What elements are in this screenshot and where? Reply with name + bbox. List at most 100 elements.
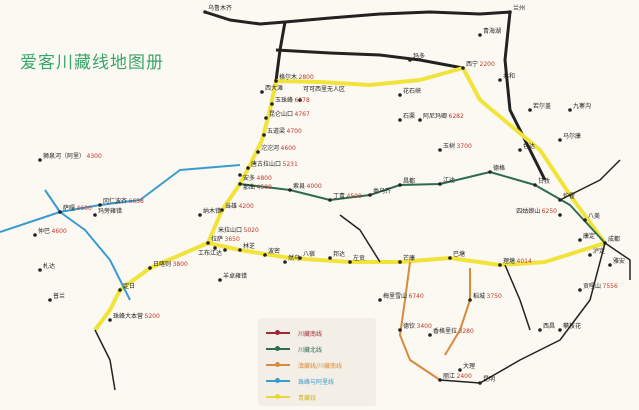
place-marker[interactable]: 乌鲁木齐 <box>208 4 232 12</box>
place-marker[interactable]: 共和 <box>503 72 515 80</box>
town-dot-icon[interactable] <box>448 256 452 260</box>
place-marker[interactable]: 兰州 <box>513 4 525 12</box>
town-dot-icon[interactable] <box>508 10 512 14</box>
town-dot-icon[interactable] <box>498 263 502 267</box>
town-dot-icon[interactable] <box>398 183 402 187</box>
town-dot-icon[interactable] <box>48 298 52 302</box>
place-marker[interactable]: 雅安 <box>613 257 625 265</box>
town-dot-icon[interactable] <box>418 118 422 122</box>
place-marker[interactable]: 炉霍 <box>563 192 575 200</box>
town-dot-icon[interactable] <box>238 248 242 252</box>
place-marker[interactable]: 江达 <box>443 176 455 184</box>
place-marker[interactable]: 林芝 <box>243 242 255 250</box>
town-dot-icon[interactable] <box>578 288 582 292</box>
town-dot-icon[interactable] <box>58 210 62 214</box>
town-dot-icon[interactable] <box>98 203 102 207</box>
town-dot-icon[interactable] <box>368 193 372 197</box>
town-dot-icon[interactable] <box>93 213 97 217</box>
town-dot-icon[interactable] <box>608 263 612 267</box>
town-dot-icon[interactable] <box>33 233 37 237</box>
place-marker[interactable]: 普兰 <box>53 292 65 300</box>
place-marker[interactable]: 玛多 <box>413 52 425 60</box>
town-dot-icon[interactable] <box>238 182 242 186</box>
town-dot-icon[interactable] <box>558 138 562 142</box>
place-marker[interactable]: 德格 <box>493 164 505 172</box>
town-dot-icon[interactable] <box>588 253 592 257</box>
town-dot-icon[interactable] <box>558 213 562 217</box>
place-marker[interactable]: 工布江达 <box>198 249 222 257</box>
place-marker[interactable]: 定日 <box>123 282 135 290</box>
town-dot-icon[interactable] <box>260 90 264 94</box>
town-dot-icon[interactable] <box>328 256 332 260</box>
place-marker[interactable]: 昌都 <box>403 177 415 185</box>
town-dot-icon[interactable] <box>438 182 442 186</box>
town-dot-icon[interactable] <box>408 58 412 62</box>
town-dot-icon[interactable] <box>398 260 402 264</box>
place-marker[interactable]: 波密 <box>268 247 280 255</box>
town-dot-icon[interactable] <box>118 288 122 292</box>
town-dot-icon[interactable] <box>328 198 332 202</box>
town-dot-icon[interactable] <box>398 93 402 97</box>
place-marker[interactable]: 然乌 <box>288 254 300 262</box>
town-dot-icon[interactable] <box>378 298 382 302</box>
place-marker[interactable]: 札达 <box>43 262 55 270</box>
town-dot-icon[interactable] <box>528 108 532 112</box>
town-dot-icon[interactable] <box>218 278 222 282</box>
place-marker[interactable]: 玛旁雍错 <box>98 207 122 215</box>
town-dot-icon[interactable] <box>583 218 587 222</box>
place-marker[interactable]: 八宿 <box>303 250 315 258</box>
town-dot-icon[interactable] <box>488 170 492 174</box>
town-dot-icon[interactable] <box>203 10 207 14</box>
place-marker[interactable]: 大理 <box>463 362 475 370</box>
town-dot-icon[interactable] <box>603 241 607 245</box>
place-marker[interactable]: 石渠 <box>403 112 415 120</box>
place-marker[interactable]: 青海湖 <box>483 27 501 35</box>
town-dot-icon[interactable] <box>468 298 472 302</box>
town-dot-icon[interactable] <box>478 33 482 37</box>
place-marker[interactable]: 马尔康 <box>563 132 581 140</box>
town-dot-icon[interactable] <box>498 78 502 82</box>
place-marker[interactable]: 纳木错 <box>203 207 221 215</box>
place-marker[interactable]: 泸定 <box>593 247 605 255</box>
town-dot-icon[interactable] <box>533 183 537 187</box>
town-dot-icon[interactable] <box>398 328 402 332</box>
place-marker[interactable]: 若尔盖 <box>533 102 551 110</box>
town-dot-icon[interactable] <box>274 79 278 83</box>
town-dot-icon[interactable] <box>538 328 542 332</box>
town-dot-icon[interactable] <box>283 260 287 264</box>
place-marker[interactable]: 色达 <box>523 142 535 150</box>
town-dot-icon[interactable] <box>262 133 266 137</box>
town-dot-icon[interactable] <box>398 118 402 122</box>
town-dot-icon[interactable] <box>246 166 250 170</box>
town-dot-icon[interactable] <box>568 108 572 112</box>
town-dot-icon[interactable] <box>438 378 442 382</box>
town-dot-icon[interactable] <box>558 328 562 332</box>
place-marker[interactable]: 九寨沟 <box>573 102 591 110</box>
place-marker[interactable]: 西昌 <box>543 323 555 330</box>
town-dot-icon[interactable] <box>288 188 292 192</box>
place-marker[interactable]: 八美 <box>588 212 600 220</box>
town-dot-icon[interactable] <box>256 150 260 154</box>
town-dot-icon[interactable] <box>428 333 432 337</box>
place-marker[interactable]: 甘孜 <box>538 177 550 185</box>
place-marker[interactable]: 康定 <box>583 232 595 240</box>
